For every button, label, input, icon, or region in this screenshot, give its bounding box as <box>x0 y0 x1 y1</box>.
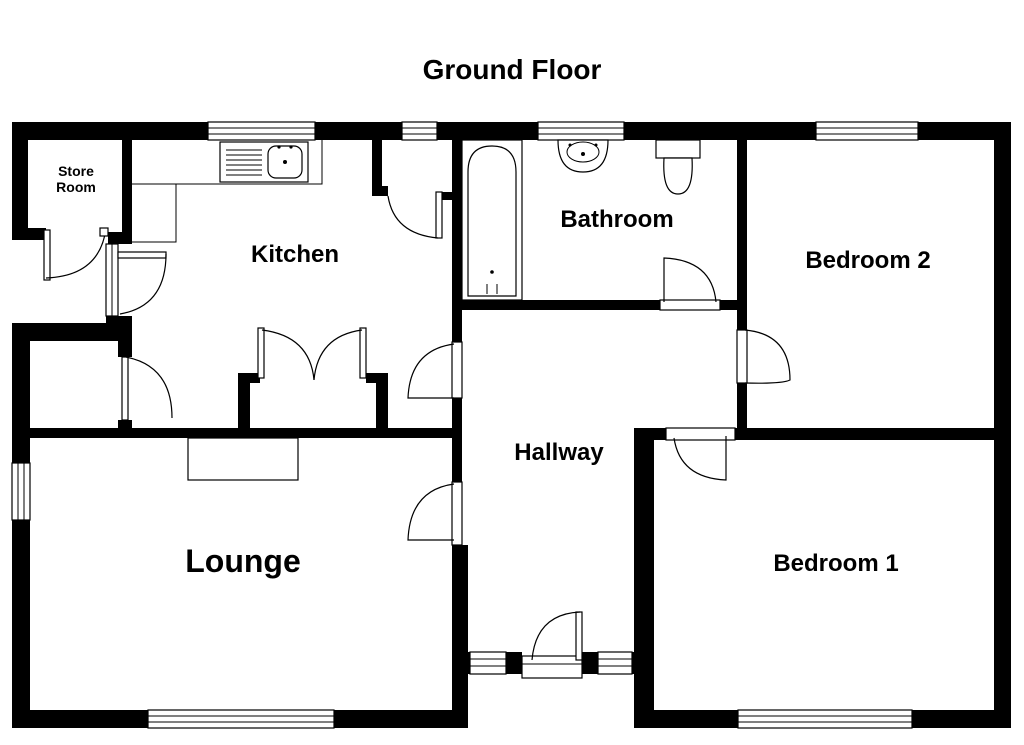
door-bathroom <box>659 257 721 311</box>
wall-top-kitchen-a <box>122 122 208 140</box>
wall-front-stub-l <box>452 652 470 674</box>
room-label-bathroom: Bathroom <box>560 206 673 233</box>
fixtures <box>122 139 701 481</box>
wall-pantry-right <box>442 192 452 200</box>
wall-pantry-left <box>372 140 382 196</box>
doors <box>43 191 791 679</box>
wall-bottom-bed1-a <box>634 710 738 728</box>
toilet <box>655 139 701 195</box>
window-lounge-front <box>147 709 335 729</box>
lounge-fireplace <box>187 437 299 481</box>
windows <box>11 121 919 729</box>
walls <box>12 122 1011 728</box>
wall-cupboard-right <box>376 373 388 433</box>
wash-basin <box>557 139 609 173</box>
room-label-store-line1: Store <box>58 163 94 179</box>
wall-top-bed2 <box>918 122 1011 140</box>
window-bedroom-1 <box>737 709 913 729</box>
wall-bed2-left-a <box>737 140 747 330</box>
room-labels: Store Room Kitchen Bathroom Bedroom 2 Ha… <box>56 163 931 579</box>
door-lounge-hall <box>407 481 463 546</box>
wall-bed1-top-b <box>735 428 1011 440</box>
door-utility <box>121 356 173 421</box>
window-hall-left <box>469 651 507 675</box>
wall-store-right-stub <box>108 232 132 244</box>
wall-left-lower <box>12 520 30 728</box>
kitchen-counter <box>122 183 177 243</box>
wall-hall-left-a <box>452 140 462 342</box>
wall-left-upper <box>12 323 30 463</box>
wall-cupboard-left-top <box>238 373 260 383</box>
wall-left-top-ledge <box>12 323 132 341</box>
wall-right <box>994 122 1011 728</box>
door-pantry <box>387 191 443 239</box>
wall-bottom-bed1-b <box>912 710 1011 728</box>
wall-bed1-left <box>634 428 654 728</box>
wall-store-right <box>122 122 132 244</box>
wall-bottom-lounge-b <box>334 710 468 728</box>
door-bedroom-2 <box>736 329 791 384</box>
wall-top-bath <box>624 122 816 140</box>
room-label-lounge: Lounge <box>185 543 301 579</box>
window-bedroom-2 <box>815 121 919 141</box>
wall-front-stub-r <box>632 652 654 674</box>
kitchen-sink <box>219 141 309 183</box>
wall-store-left-stub <box>12 228 46 240</box>
door-bedroom-1 <box>665 427 736 481</box>
wall-kitchen-side-lower <box>106 316 132 324</box>
wall-front-left <box>506 652 522 674</box>
window-kitchen-side <box>105 243 119 317</box>
wall-top-store <box>12 122 132 140</box>
wall-cupboard-left <box>238 373 250 433</box>
room-label-bedroom-1: Bedroom 1 <box>773 550 898 577</box>
wall-top-kitchen-b <box>315 122 402 140</box>
wall-store-left <box>12 122 28 240</box>
wall-bottom-lounge-a <box>12 710 148 728</box>
window-bathroom <box>537 121 625 141</box>
room-label-hallway: Hallway <box>514 439 604 466</box>
room-label-store-line2: Room <box>56 179 96 195</box>
door-cupboard-left <box>257 327 315 381</box>
wall-top-kitchen-c <box>437 122 538 140</box>
window-lounge-side <box>11 462 31 521</box>
wall-kitchen-left <box>118 323 132 357</box>
door-kitchen-side <box>117 251 167 315</box>
bathtub <box>461 139 523 301</box>
wall-bath-bottom <box>452 300 660 310</box>
window-hall-right <box>597 651 633 675</box>
room-label-bedroom-2: Bedroom 2 <box>805 247 930 274</box>
door-cupboard-right <box>313 327 367 381</box>
wall-bed2-left-b <box>737 383 747 437</box>
wall-hall-left-b <box>452 398 462 482</box>
wall-utility-bottom <box>12 428 460 438</box>
wall-bath-bottom-b <box>720 300 746 310</box>
wall-cupboard-right-top <box>366 373 388 383</box>
floor-title: Ground Floor <box>423 54 602 85</box>
window-kitchen <box>207 121 316 141</box>
wall-front-right <box>582 652 598 674</box>
room-label-kitchen: Kitchen <box>251 241 339 268</box>
door-front <box>521 611 583 679</box>
door-kitchen-hall <box>407 341 463 399</box>
wall-pantry-stub <box>372 186 388 196</box>
door-store-room <box>43 227 109 281</box>
window-pantry <box>401 121 438 141</box>
wall-hall-left-c <box>452 545 468 728</box>
